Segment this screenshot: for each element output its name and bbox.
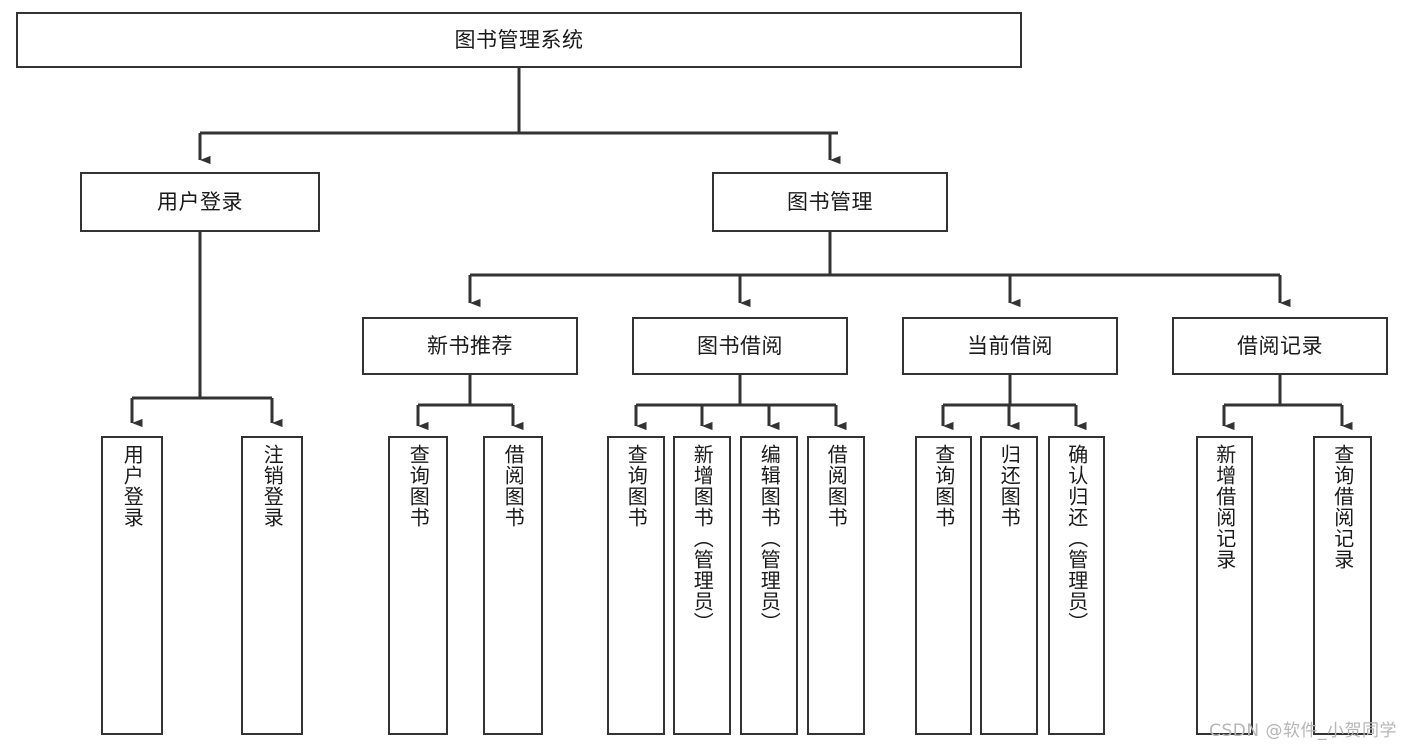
leaf-query-book-new-label: 查询图书	[406, 444, 431, 528]
leaf-user-logout[interactable]: 注销登录	[241, 436, 303, 735]
leaf-return-book[interactable]: 归还图书	[980, 436, 1038, 735]
node-new-book-recommend[interactable]: 新书推荐	[362, 317, 578, 375]
leaf-user-login[interactable]: 用户登录	[101, 436, 163, 735]
leaf-edit-book-admin[interactable]: 编辑图书（管理员）	[740, 436, 798, 735]
node-book-borrow-label: 图书借阅	[697, 333, 783, 358]
leaf-add-borrow-record[interactable]: 新增借阅记录	[1196, 436, 1253, 735]
node-current-borrow-label: 当前借阅	[967, 333, 1053, 358]
node-borrow-record[interactable]: 借阅记录	[1172, 317, 1388, 375]
node-book-borrow[interactable]: 图书借阅	[632, 317, 848, 375]
node-borrow-record-label: 借阅记录	[1237, 333, 1323, 358]
node-root-system[interactable]: 图书管理系统	[16, 12, 1022, 68]
node-user-login[interactable]: 用户登录	[80, 172, 320, 232]
leaf-query-borrow-record-label: 查询借阅记录	[1330, 444, 1355, 570]
leaf-query-borrow-record[interactable]: 查询借阅记录	[1313, 436, 1372, 735]
leaf-edit-book-admin-label: 编辑图书（管理员）	[757, 444, 782, 633]
node-current-borrow[interactable]: 当前借阅	[902, 317, 1118, 375]
leaf-borrow-book[interactable]: 借阅图书	[807, 436, 865, 735]
node-user-login-label: 用户登录	[157, 189, 243, 214]
node-book-management-label: 图书管理	[787, 189, 873, 214]
node-new-book-recommend-label: 新书推荐	[427, 333, 513, 358]
leaf-user-login-label: 用户登录	[120, 444, 145, 528]
leaf-query-book-new[interactable]: 查询图书	[388, 436, 448, 735]
leaf-query-book-borrow-label: 查询图书	[624, 444, 649, 528]
leaf-return-book-label: 归还图书	[997, 444, 1022, 528]
leaf-borrow-book-new-label: 借阅图书	[501, 444, 526, 528]
leaf-user-logout-label: 注销登录	[260, 444, 285, 528]
leaf-query-book-current-label: 查询图书	[931, 444, 956, 528]
leaf-borrow-book-label: 借阅图书	[824, 444, 849, 528]
node-root-label: 图书管理系统	[454, 27, 584, 52]
leaf-query-book-borrow[interactable]: 查询图书	[607, 436, 665, 735]
leaf-query-book-current[interactable]: 查询图书	[915, 436, 972, 735]
leaf-confirm-return-admin[interactable]: 确认归还（管理员）	[1048, 436, 1105, 735]
leaf-confirm-return-admin-label: 确认归还（管理员）	[1064, 444, 1089, 633]
leaf-add-borrow-record-label: 新增借阅记录	[1212, 444, 1237, 570]
leaf-add-book-admin-label: 新增图书（管理员）	[690, 444, 715, 633]
leaf-add-book-admin[interactable]: 新增图书（管理员）	[673, 436, 731, 735]
node-book-management[interactable]: 图书管理	[712, 172, 948, 232]
leaf-borrow-book-new[interactable]: 借阅图书	[483, 436, 543, 735]
